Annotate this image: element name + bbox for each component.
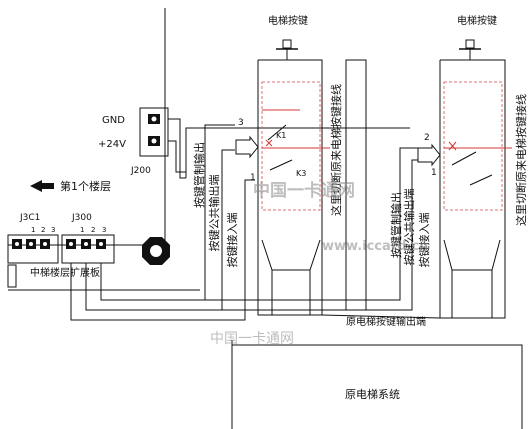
watermark-top: 中国一卡通网	[253, 180, 355, 201]
j300-pin-3: 3	[102, 226, 106, 234]
j3c1-screw-c-hole	[43, 242, 47, 246]
elevator-button-right: 电梯按键 2 1	[417, 14, 512, 319]
label-j3c1: J3C1	[19, 213, 40, 223]
j3c1-screw-a-hole	[15, 242, 19, 246]
j200-lead-gnd	[168, 118, 186, 179]
label-cut-note-right: 这里切断原来电梯按键接线	[514, 94, 528, 226]
watermark-mid: www.iccard.cn	[322, 239, 428, 254]
relay-right-contact-a	[451, 151, 477, 166]
label-floor: 第1个楼层	[60, 179, 111, 193]
label-wire-control-right: 按键管制输出	[389, 192, 403, 258]
j300-screw-a-hole	[69, 242, 73, 246]
label-wire-input-left: 按键接入端	[225, 213, 239, 268]
label-button-output: 原电梯按键输出端	[346, 315, 426, 328]
j3c1-pin-2: 2	[41, 226, 45, 234]
label-wire-common-right: 按键公共输出端	[402, 189, 416, 266]
j300-pin-1: 1	[80, 226, 84, 234]
j3c1-pin-1: 1	[31, 226, 35, 234]
j3c1-pin-3: 3	[51, 226, 55, 234]
label-24v: +24V	[98, 139, 126, 150]
right-term-2: 2	[424, 133, 430, 143]
elevator-system-section: 原电梯按键输出端 原电梯系统	[231, 314, 523, 429]
label-j300: J300	[71, 213, 92, 223]
relay-right-outline	[443, 81, 503, 211]
j200-lead-24v	[168, 140, 186, 173]
relay-right-arrow-icon	[417, 143, 441, 167]
label-wire-input-right: 按键接入端	[417, 213, 431, 268]
button-right-housing	[439, 59, 506, 319]
wire-bus-right-1	[205, 147, 420, 301]
board-edge-tab	[7, 264, 17, 288]
watermark-bottom: 中国一卡通网	[210, 331, 294, 347]
expansion-board-section: GND +24V J200 第1个楼层 J3C1 J300 1 2 3 1 2 …	[7, 8, 200, 291]
label-system: 原电梯系统	[345, 388, 400, 401]
left-term-3: 3	[238, 118, 244, 128]
j300-terminal-block	[61, 234, 115, 264]
label-button-left: 电梯按键	[268, 14, 308, 27]
j200-screw-gnd	[151, 116, 157, 122]
mount-nut-hole	[150, 245, 162, 257]
button-left-cap	[282, 39, 292, 49]
j300-pin-2: 2	[91, 226, 95, 234]
label-button-right: 电梯按键	[457, 14, 497, 27]
button-right-funnel	[443, 239, 501, 271]
j200-screw-24v	[151, 138, 157, 144]
j300-screw-b-hole	[84, 242, 88, 246]
label-board: 中梯楼层扩展板	[30, 266, 100, 279]
relay-left-arrow-icon	[235, 135, 259, 159]
j3c1-terminal-block	[7, 234, 59, 264]
j300-screw-c-hole	[99, 242, 103, 246]
label-j200: J200	[130, 166, 151, 176]
relay-left-outline	[261, 81, 321, 211]
label-gnd: GND	[102, 115, 125, 126]
left-term-1: 1	[250, 173, 256, 183]
j200-connector	[139, 107, 169, 157]
label-k1: K1	[276, 131, 286, 140]
wire-bus-top	[185, 127, 410, 178]
output-bus-line	[321, 314, 441, 319]
label-cut-note-left: 这里切断原来电梯按键接线	[329, 84, 343, 216]
label-wire-common-left: 按键公共输出端	[207, 175, 221, 252]
wire-j300-pin1	[70, 179, 255, 321]
left-cut-mark-b	[265, 139, 273, 147]
arrow-left-icon	[30, 180, 54, 192]
right-term-1: 1	[431, 168, 437, 178]
right-cut-mark-b	[448, 141, 457, 151]
j300-wiring	[70, 124, 425, 321]
label-k3: K3	[296, 169, 306, 178]
elevator-button-left: 电梯按键 K1 K3 3 2 1	[235, 14, 330, 316]
watermarks: 中国一卡通网 www.iccard.cn 中国一卡通网	[210, 180, 428, 347]
j3c1-screw-b-hole	[29, 242, 33, 246]
system-box-top	[232, 344, 523, 429]
cut-note-left-box	[345, 59, 367, 311]
button-right-cap	[465, 39, 475, 49]
label-wire-control-left: 按键管制输出	[192, 142, 206, 208]
button-left-funnel	[261, 239, 321, 271]
relay-left-contact-k1	[267, 124, 287, 141]
relay-right-contact-b	[469, 174, 493, 186]
relay-left-contact-k3	[269, 159, 293, 171]
